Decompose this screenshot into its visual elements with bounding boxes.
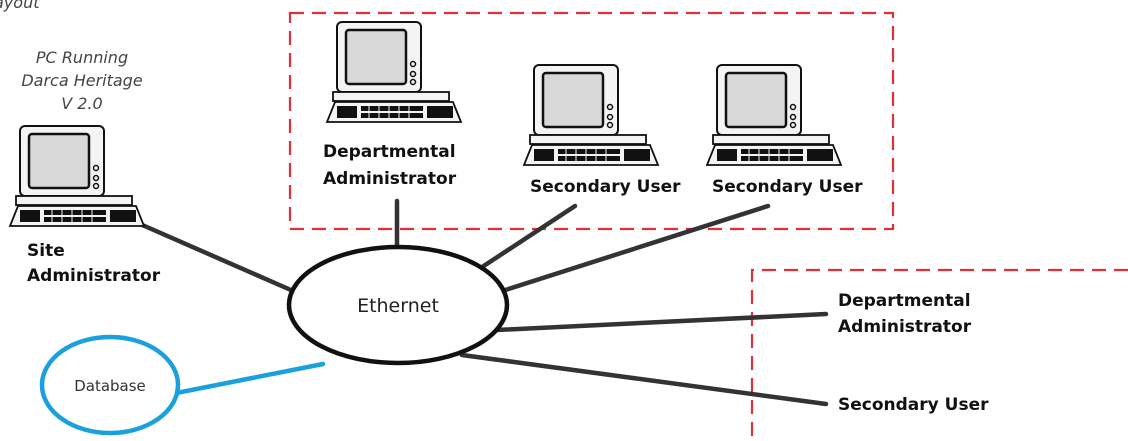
dept-admin-top-label-line-1: Departmental: [323, 142, 456, 162]
link-site-admin: [137, 221, 303, 297]
secondary-user-1-computer-icon: [522, 63, 660, 167]
network-links: [137, 198, 829, 407]
secondary-user-2-computer-icon: [705, 63, 843, 167]
dept-admin-right-label-line-1: Departmental: [838, 291, 971, 311]
pc-caption-line-2: Darca Heritage: [21, 71, 143, 90]
dept-admin-top-label-line-2: Administrator: [323, 169, 457, 189]
link-secondary-user-1: [470, 203, 578, 276]
link-dept-admin-right: [494, 311, 829, 333]
secondary-user-right-label: Secondary User: [838, 395, 989, 415]
link-database: [148, 361, 326, 401]
site-admin-computer-icon: [8, 124, 146, 228]
remote-group-box: [750, 268, 1128, 441]
departmental-group-box: [288, 11, 895, 231]
ethernet-hub: [286, 244, 510, 366]
ethernet-label: Ethernet: [357, 295, 439, 317]
secondary-user-2-label: Secondary User: [712, 177, 863, 197]
secondary-user-1-label: Secondary User: [530, 177, 681, 197]
database-node: [39, 334, 181, 436]
site-admin-label-line-1: Site: [27, 241, 65, 261]
heading-fragment: ayout: [0, 0, 40, 12]
database-label: Database: [74, 377, 146, 395]
site-admin-label-line-2: Administrator: [27, 266, 161, 286]
link-secondary-user-2: [493, 203, 771, 296]
pc-caption-line-3: V 2.0: [61, 94, 102, 113]
dept-admin-computer-icon: [325, 20, 463, 124]
link-secondary-user-right: [459, 352, 829, 407]
pc-caption-line-1: PC Running: [36, 48, 128, 67]
dept-admin-right-label-line-2: Administrator: [838, 317, 972, 337]
